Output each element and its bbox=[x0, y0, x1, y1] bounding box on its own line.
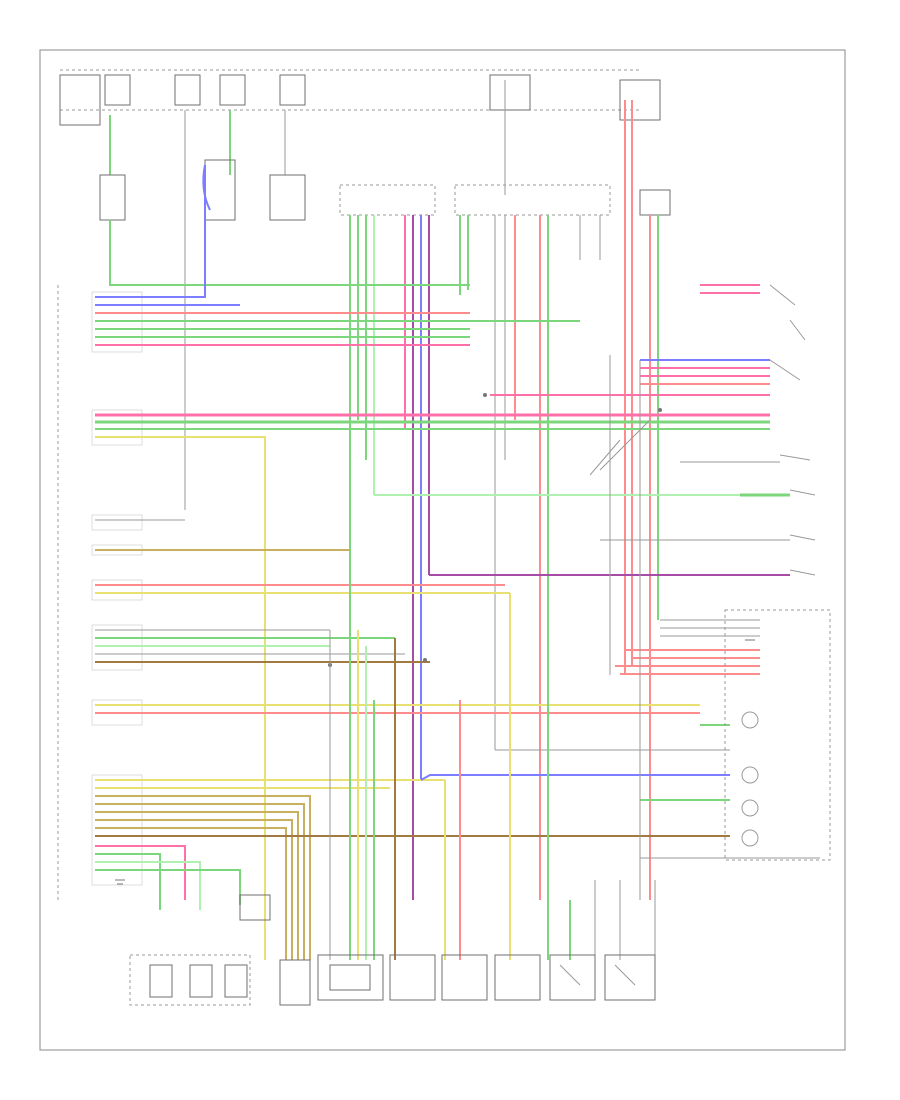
junction-block-a bbox=[339, 184, 671, 216]
ground-symbols bbox=[115, 639, 755, 885]
diagram-frame bbox=[39, 49, 846, 1051]
indicator-fourth bbox=[741, 829, 759, 847]
vertical-wires-center bbox=[349, 200, 659, 900]
right-switch-group bbox=[724, 284, 831, 861]
right-side-wires bbox=[374, 284, 820, 900]
ecm-connector-labels bbox=[91, 291, 143, 886]
bottom-drop-wires bbox=[329, 560, 656, 960]
relay-left bbox=[99, 159, 306, 221]
indicator-third bbox=[741, 799, 759, 817]
indicator-second bbox=[741, 766, 759, 784]
bottom-components bbox=[129, 894, 656, 1006]
ecm-horizontal-wires bbox=[95, 165, 770, 960]
indicator-o-d-off bbox=[741, 711, 759, 729]
top-fuse-group bbox=[59, 74, 661, 126]
top-drop-wires bbox=[109, 80, 633, 510]
